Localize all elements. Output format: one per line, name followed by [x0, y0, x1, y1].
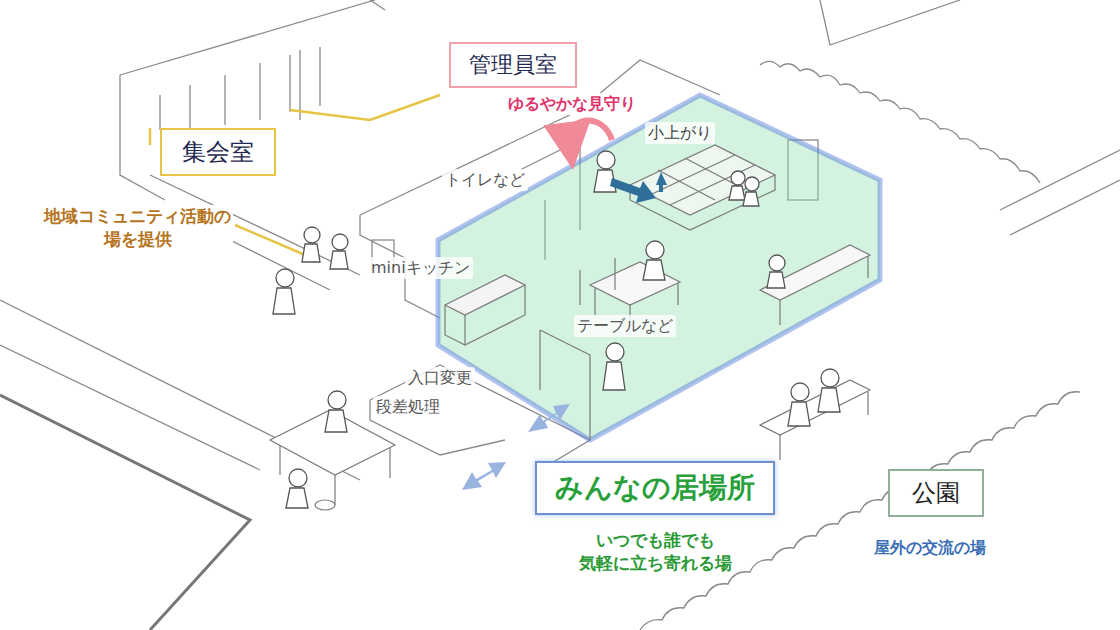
illustration-part	[594, 288, 595, 315]
note-text: ゆるやかな見守り	[506, 93, 638, 115]
illustration-part	[334, 475, 335, 505]
illustration-part	[579, 270, 580, 305]
illustration-part	[597, 151, 615, 169]
illustration-part	[745, 177, 759, 191]
part-name: 入口変更	[405, 367, 475, 389]
illustration-part	[120, 75, 165, 200]
illustration-part	[328, 391, 346, 409]
illustration-part	[630, 145, 775, 215]
room-label-box: 集会室	[160, 128, 276, 176]
illustration-part	[332, 234, 348, 250]
room-label-box: 管理員室	[449, 42, 577, 88]
illustration-part	[299, 50, 300, 120]
illustration-part	[539, 330, 540, 390]
illustration-part	[276, 269, 294, 287]
illustration-part	[767, 272, 785, 288]
illustration-part	[389, 448, 390, 478]
illustration-part	[614, 258, 615, 290]
illustration-part	[791, 383, 809, 401]
part-name: 小上がり	[645, 122, 715, 144]
illustration-part	[650, 155, 735, 195]
illustration-part	[760, 380, 870, 435]
illustration-part	[779, 435, 780, 460]
part-name: テーブルなど	[574, 315, 676, 337]
illustration-part	[603, 362, 625, 390]
illustration-part	[273, 288, 295, 314]
park-label-box: 公園	[888, 469, 984, 517]
illustration-part	[360, 215, 405, 258]
illustration-part	[445, 275, 525, 315]
illustration-part	[788, 402, 810, 426]
box-title: みんなの居場所	[555, 469, 755, 507]
part-name: トイレなど	[442, 169, 528, 191]
illustration-part	[304, 227, 320, 243]
illustration-part	[465, 285, 525, 345]
illustration-part	[1000, 150, 1120, 210]
illustration-part	[189, 85, 190, 128]
illustration-part	[325, 410, 347, 432]
illustration-part	[462, 462, 506, 490]
illustration-part	[270, 145, 870, 510]
illustration-part	[224, 75, 225, 125]
illustration-part	[1010, 180, 1120, 235]
box-title: 集会室	[182, 136, 254, 168]
illustration-part	[867, 392, 868, 415]
illustration-part	[438, 95, 880, 440]
illustration-part	[289, 469, 307, 487]
note-text: 地域コミュニティ活動の 場を提供	[42, 205, 233, 251]
illustration-part	[769, 255, 785, 271]
illustration-part	[570, 120, 612, 146]
illustration-part	[589, 355, 590, 440]
illustration-part	[731, 171, 745, 185]
illustration-part	[821, 369, 839, 387]
illustration-part	[659, 184, 663, 192]
illustration-part	[120, 0, 375, 75]
illustration-part	[656, 172, 667, 185]
illustration-part	[743, 192, 759, 206]
illustration-part	[259, 63, 260, 120]
main-room-label-box: みんなの居場所	[535, 461, 775, 515]
illustration-part	[760, 245, 870, 300]
illustration-part	[273, 151, 840, 508]
part-name: miniキッチン	[368, 257, 473, 279]
illustration-part	[445, 305, 465, 345]
illustration-part	[289, 55, 290, 112]
part-name: 段差処理	[373, 396, 443, 418]
illustration-part	[590, 262, 680, 305]
illustration-part	[235, 225, 305, 255]
illustration-part	[149, 128, 152, 145]
illustration-part	[606, 343, 624, 361]
illustration-part	[677, 283, 678, 305]
illustration-part	[820, 0, 960, 45]
illustration-part	[286, 488, 308, 508]
illustration-part	[270, 410, 395, 475]
illustration-part	[818, 388, 840, 412]
illustration-part	[279, 445, 280, 475]
illustration-part	[867, 256, 868, 278]
note-text: 屋外の交流の場	[872, 537, 988, 559]
illustration-part	[610, 178, 656, 203]
note-text: いつでも誰でも 気軽に立ち寄れる場	[577, 529, 734, 575]
illustration-part	[643, 260, 665, 280]
illustration-part	[330, 251, 348, 269]
illustration-part	[290, 95, 440, 120]
illustration-part	[302, 244, 320, 262]
illustration-part	[729, 186, 745, 200]
illustration-part	[630, 175, 775, 230]
illustration-part	[779, 300, 780, 325]
illustration-part	[760, 61, 1040, 183]
illustration-part	[0, 395, 250, 630]
illustration-part	[646, 241, 664, 259]
illustration-part	[319, 47, 320, 106]
box-title: 管理員室	[469, 50, 557, 80]
illustration-part	[528, 404, 570, 432]
box-title: 公園	[912, 477, 960, 509]
illustration-part	[159, 95, 160, 130]
illustration-part	[315, 500, 335, 510]
illustration-part	[0, 345, 260, 470]
illustration-part	[370, 0, 385, 10]
